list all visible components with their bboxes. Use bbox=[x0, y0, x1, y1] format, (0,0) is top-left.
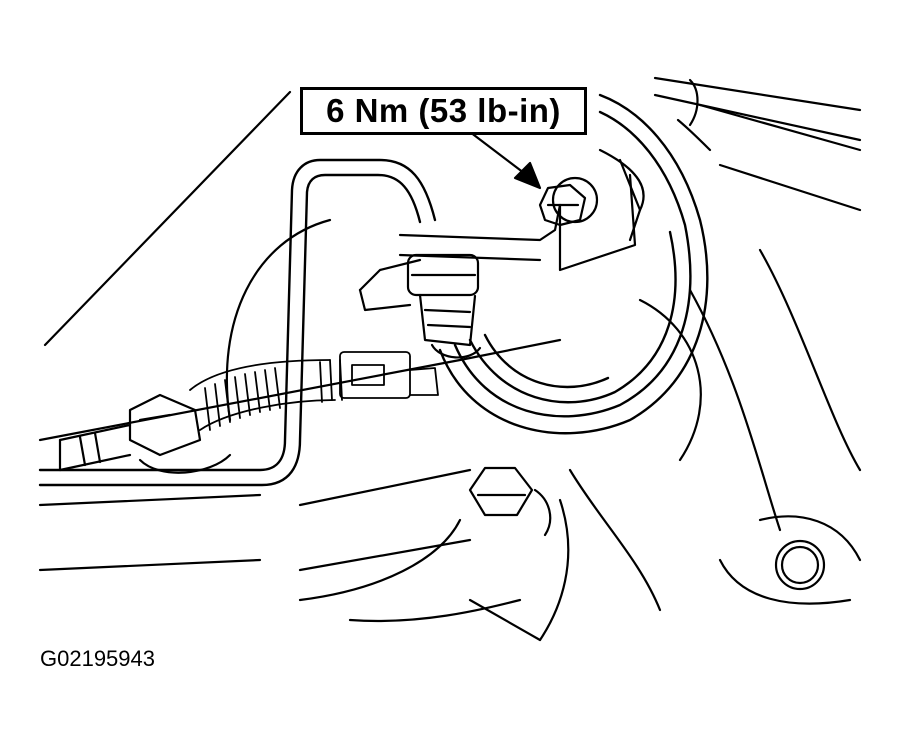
sensor-harness bbox=[189, 351, 439, 431]
figure-id: G02195943 bbox=[40, 646, 155, 671]
bracket-bolt bbox=[538, 176, 599, 227]
hose-bracket bbox=[358, 173, 637, 312]
lower-hex-bolt bbox=[468, 466, 552, 537]
body-panel-lines bbox=[38, 76, 862, 642]
torque-callout: 6 Nm (53 lb-in) bbox=[300, 87, 587, 135]
rigid-brake-line bbox=[38, 158, 437, 487]
mount-bracket-right bbox=[718, 515, 862, 605]
hose-fitting bbox=[406, 253, 482, 359]
wheel-sensor-connector bbox=[58, 393, 232, 474]
flex-hose bbox=[438, 93, 709, 435]
torque-label: 6 Nm (53 lb-in) bbox=[326, 92, 561, 129]
callout-leader bbox=[468, 130, 542, 190]
